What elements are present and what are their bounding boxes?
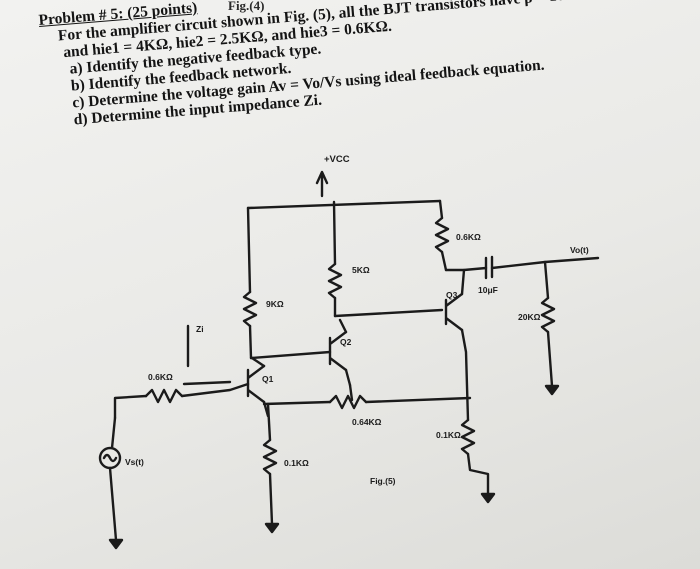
r-source-resistor bbox=[144, 388, 184, 404]
zi-label: Zi bbox=[196, 324, 204, 334]
q3-label: Q3 bbox=[446, 290, 458, 300]
r-source-label: 0.6KΩ bbox=[148, 372, 173, 382]
vo-label: Vo(t) bbox=[570, 245, 589, 255]
q2-label: Q2 bbox=[340, 337, 352, 347]
q1-label: Q1 bbox=[262, 374, 274, 384]
r-01k-q1-resistor bbox=[262, 438, 278, 476]
ground-q1 bbox=[264, 522, 280, 534]
vcc-arrow bbox=[315, 170, 329, 198]
r-01k-q3-resistor bbox=[460, 418, 476, 456]
ground-q3 bbox=[480, 492, 496, 504]
vcc-label: +VCC bbox=[324, 154, 350, 165]
r-064k-resistor bbox=[328, 394, 368, 410]
ground-load bbox=[544, 384, 560, 396]
r-5k-resistor bbox=[327, 262, 343, 300]
r-9k-label: 9KΩ bbox=[266, 299, 284, 309]
r-01k-q3-label: 0.1KΩ bbox=[436, 430, 461, 440]
vs-label: Vs(t) bbox=[125, 457, 144, 467]
r-064k-label: 0.64KΩ bbox=[352, 417, 382, 427]
vcc-rail bbox=[246, 199, 442, 210]
r-5k-label: 5KΩ bbox=[352, 265, 370, 275]
r-01k-q1-label: 0.1KΩ bbox=[284, 458, 309, 468]
figure-5-caption: Fig.(5) bbox=[370, 476, 396, 486]
q2-transistor bbox=[328, 330, 348, 372]
r-load-label: 20KΩ bbox=[518, 312, 541, 322]
cap-label: 10μF bbox=[478, 285, 498, 295]
r-06k-label: 0.6KΩ bbox=[456, 232, 481, 242]
r-load-resistor bbox=[540, 296, 556, 334]
q1-transistor bbox=[246, 364, 266, 404]
ground-source bbox=[108, 538, 124, 550]
q3-transistor bbox=[444, 292, 464, 332]
figure-4-caption: Fig.(4) bbox=[228, 0, 265, 13]
r-06k-resistor bbox=[434, 216, 450, 254]
r-9k-resistor bbox=[242, 290, 258, 328]
